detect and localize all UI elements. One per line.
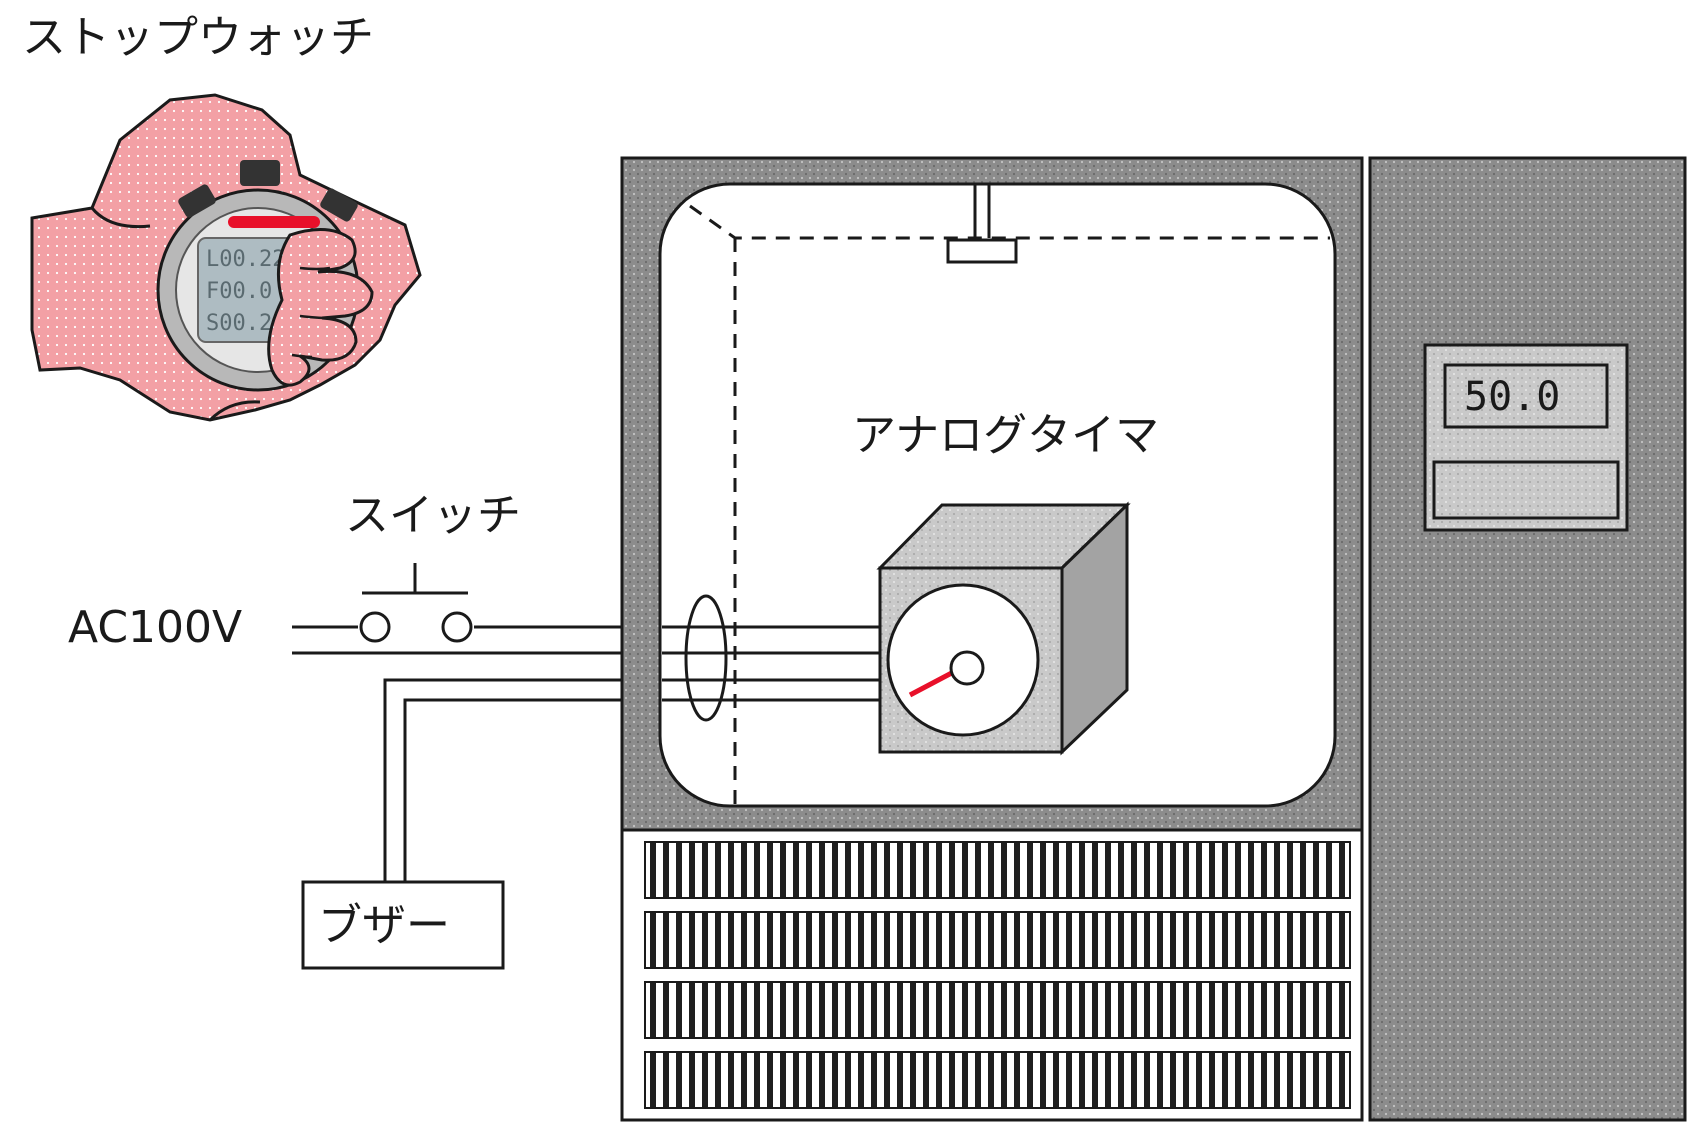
cabinet-window xyxy=(658,182,1337,808)
lcd-line-2: F00.0 xyxy=(206,279,272,304)
switch: スイッチ xyxy=(345,490,521,643)
temperature-display xyxy=(1443,363,1609,429)
control-buttons-area xyxy=(1432,460,1620,520)
ceiling-fixture xyxy=(946,185,1018,264)
switch-label: スイッチ xyxy=(345,490,521,541)
stopwatch-band xyxy=(228,216,320,228)
switch-contact xyxy=(359,611,391,643)
stopwatch-label: ストップウォッチ xyxy=(22,12,374,63)
vent-row xyxy=(644,981,1351,1039)
temperature-value: 50.0 xyxy=(1464,374,1560,420)
stopwatch-crown xyxy=(240,160,280,186)
vent-row xyxy=(644,1051,1351,1109)
constant-temperature-cabinet: 50.0 xyxy=(620,156,1687,1122)
switch-contact xyxy=(441,611,473,643)
analog-timer xyxy=(876,501,1131,756)
fingers xyxy=(267,228,374,387)
inner-chamber-outline xyxy=(689,204,1330,806)
cable-gland xyxy=(684,594,728,722)
lcd-line-1: L00.22 xyxy=(206,247,285,272)
buzzer-box xyxy=(301,880,505,970)
buzzer-label: ブザー xyxy=(318,900,450,951)
cabinet-side-panel xyxy=(1368,156,1687,1122)
stopwatch-side-button xyxy=(178,184,216,218)
stopwatch-side-button xyxy=(320,188,358,222)
power-label: AC100V xyxy=(68,602,242,653)
timer-knob xyxy=(949,650,985,686)
wiring xyxy=(292,594,880,882)
stopwatch-in-hand: L00.22 F00.0 S00.22 xyxy=(30,93,422,422)
buzzer: ブザー xyxy=(301,880,505,970)
analog-timer-label: アナログタイマ xyxy=(852,410,1159,461)
vent-row xyxy=(644,911,1351,969)
vent-row xyxy=(644,841,1351,899)
